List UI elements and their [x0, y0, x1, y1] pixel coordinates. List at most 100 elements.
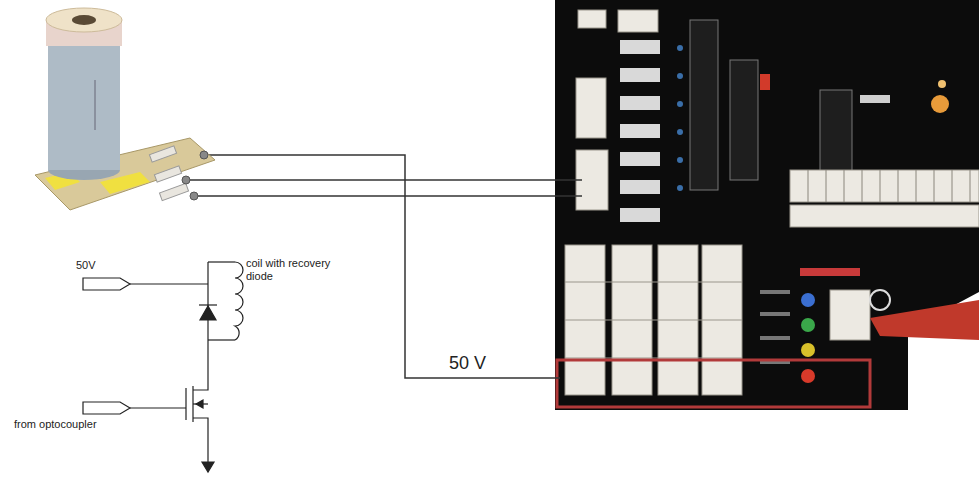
controller-board-part-part	[565, 282, 742, 283]
controller-board-part-part	[862, 170, 863, 202]
controller-board-part	[860, 95, 890, 103]
solenoid-coil-part	[46, 8, 122, 32]
driver-schematic-part	[130, 283, 208, 284]
controller-board-part-part	[620, 180, 660, 194]
driver-schematic-part	[196, 400, 203, 408]
controller-board-part-part	[576, 78, 606, 138]
controller-board	[555, 0, 979, 410]
driver-schematic-part	[130, 407, 186, 408]
controller-board-part-part	[760, 290, 790, 294]
solenoid-coil-part-part	[200, 151, 208, 159]
controller-board-part	[931, 95, 949, 113]
voltage-label: 50 V	[447, 353, 488, 374]
controller-board-part	[870, 290, 890, 310]
controller-board-part-part	[690, 20, 718, 190]
wire-part	[205, 155, 560, 378]
controller-board-part	[565, 245, 742, 395]
controller-board-part	[808, 170, 970, 202]
controller-board-part-part	[677, 45, 683, 51]
controller-board-part-part	[620, 208, 660, 222]
controller-board-part-part	[620, 124, 660, 138]
controller-board-part-part	[730, 60, 758, 180]
solenoid-coil-part	[182, 151, 208, 200]
controller-board-part	[555, 0, 979, 410]
controller-board-part-part	[620, 40, 660, 54]
driver-schematic-part	[208, 261, 235, 262]
solenoid-coil-part	[95, 80, 96, 130]
solenoid-coil-part	[48, 35, 120, 170]
controller-board-part-part	[677, 101, 683, 107]
controller-board-part-part	[844, 170, 845, 202]
solenoid-coil-part-part	[154, 166, 181, 182]
solenoid-coil-part	[149, 146, 188, 201]
solenoid-coil-part-part	[159, 183, 188, 200]
controller-board-part	[800, 268, 860, 276]
controller-board-part-part	[790, 205, 979, 227]
driver-schematic-part	[208, 339, 235, 340]
controller-board-part-part	[760, 336, 790, 340]
voltage-label: 50V	[76, 259, 96, 272]
controller-board-part	[565, 282, 742, 358]
controller-board-part	[677, 45, 683, 191]
controller-board-part	[620, 40, 660, 222]
controller-board-part-part	[620, 96, 660, 110]
controller-board-part-part	[820, 90, 852, 180]
controller-board-part-part	[808, 170, 809, 202]
controller-board-part-part	[677, 185, 683, 191]
controller-board-part	[760, 74, 770, 90]
controller-board-part-part	[880, 170, 881, 202]
controller-board-part	[870, 300, 979, 340]
controller-board-part-part	[952, 170, 953, 202]
controller-board-part-part	[760, 312, 790, 316]
controller-board-part	[801, 293, 815, 307]
controller-board-part	[801, 369, 815, 383]
driver-schematic-part	[235, 262, 243, 340]
driver-schematic-part	[83, 402, 130, 414]
controller-board-part-part	[677, 157, 683, 163]
driver-schematic-part	[202, 462, 214, 472]
controller-board-part	[760, 290, 790, 364]
driver-schematic-part	[185, 388, 186, 420]
controller-board-part-part	[898, 170, 899, 202]
driver-schematic-part	[83, 278, 130, 290]
controller-board-part	[690, 20, 852, 190]
wire	[188, 155, 582, 378]
controller-board-part-part	[620, 152, 660, 166]
solenoid-coil-part	[48, 170, 120, 180]
controller-board-part-part	[565, 320, 742, 321]
controller-board-part-part	[677, 73, 683, 79]
controller-board-part	[790, 170, 979, 227]
controller-board-part	[801, 343, 815, 357]
controller-board-part-part	[565, 358, 742, 359]
controller-board-part-part	[620, 68, 660, 82]
controller-board-part-part	[790, 170, 979, 202]
driver-schematic	[83, 262, 243, 472]
controller-board-part-part	[826, 170, 827, 202]
controller-board-part	[801, 318, 815, 332]
solenoid-coil-part-part	[182, 176, 190, 184]
controller-board-part-part	[934, 170, 935, 202]
controller-board-part-part	[578, 10, 606, 28]
solenoid-coil-part	[72, 15, 96, 25]
controller-board-part-part	[970, 170, 971, 202]
controller-board-part	[557, 360, 870, 407]
controller-board-part-part	[916, 170, 917, 202]
driver-schematic-part	[200, 306, 216, 320]
driver-schematic-part	[193, 418, 208, 462]
driver-schematic-part	[199, 304, 217, 305]
solenoid-coil-part-part	[190, 192, 198, 200]
controller-board-part-part	[677, 129, 683, 135]
driver-schematic-part	[193, 382, 208, 390]
driver-schematic-part	[207, 262, 208, 382]
controller-board-part	[938, 80, 946, 88]
solenoid-coil-part-part	[149, 146, 176, 162]
signal-label: from optocoupler	[14, 418, 97, 431]
coil-note: coil with recovery diode	[246, 257, 341, 282]
solenoid-coil	[35, 8, 215, 210]
wire-part	[188, 179, 582, 181]
controller-board-part-part	[618, 10, 658, 32]
wire-part	[196, 195, 582, 197]
controller-board-part	[830, 290, 870, 340]
